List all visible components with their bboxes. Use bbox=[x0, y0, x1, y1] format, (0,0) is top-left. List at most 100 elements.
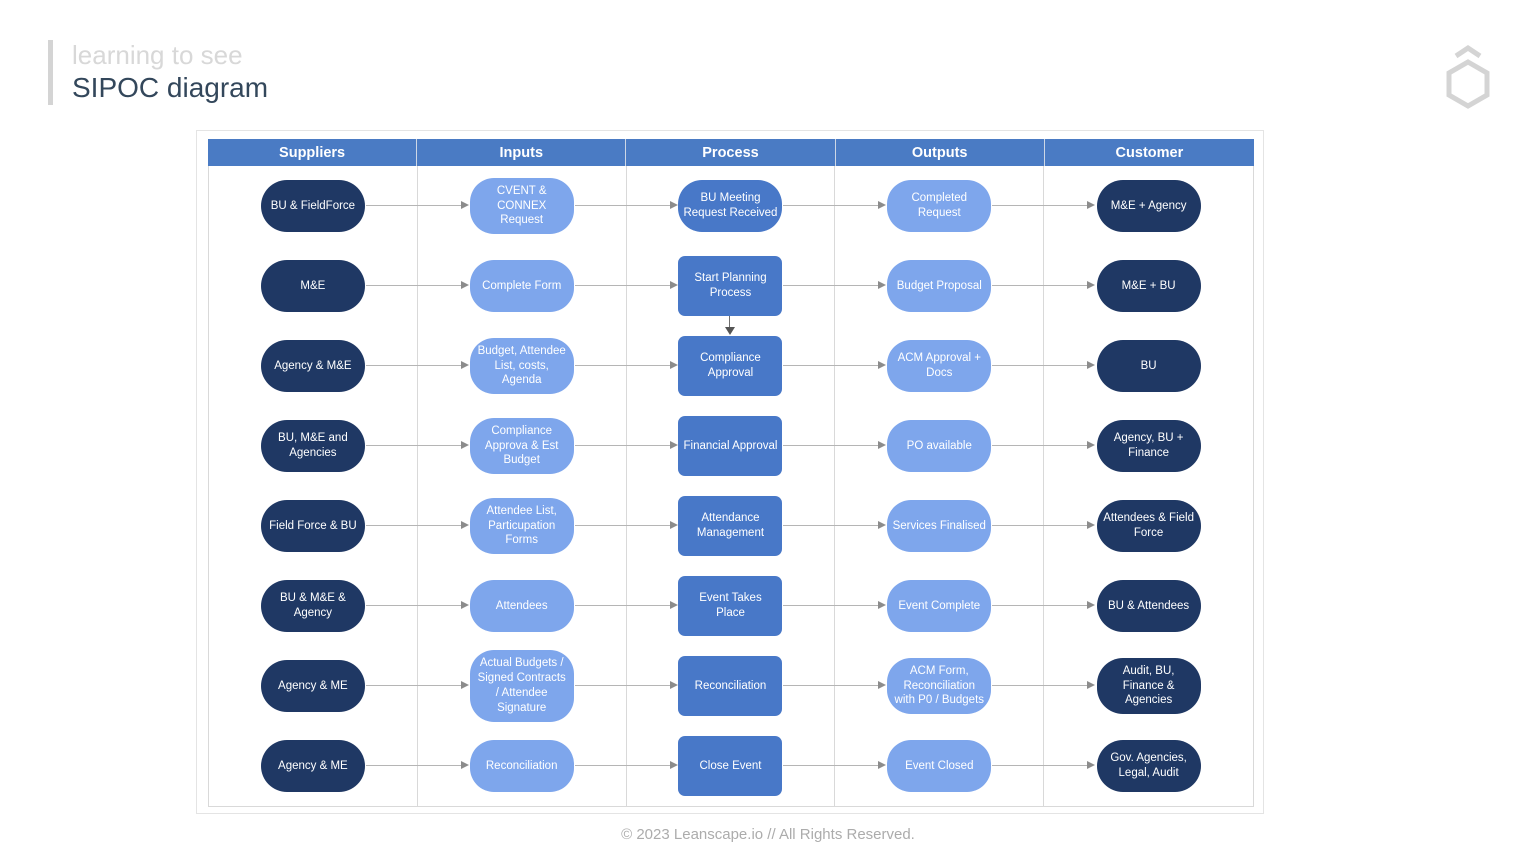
column-header-suppliers: Suppliers bbox=[208, 139, 418, 166]
arrow-right-icon bbox=[783, 601, 887, 609]
table-cell-output: PO available bbox=[783, 406, 1045, 486]
process-shape: Attendance Management bbox=[678, 496, 783, 556]
table-cell-process: BU Meeting Request Received bbox=[574, 166, 836, 246]
table-cell-process: Reconciliation bbox=[574, 646, 836, 726]
customer-shape: M&E + Agency bbox=[1096, 180, 1201, 232]
supplier-shape: Agency & ME bbox=[260, 660, 365, 712]
arrow-right-icon bbox=[574, 361, 678, 369]
sipoc-diagram-frame: Suppliers Inputs Process Outputs Custome… bbox=[196, 130, 1264, 814]
arrow-right-icon bbox=[992, 681, 1096, 689]
customer-shape: Agency, BU + Finance bbox=[1096, 420, 1201, 472]
input-shape: Budget, Attendee List, costs, Agenda bbox=[469, 337, 574, 395]
supplier-shape: Agency & ME bbox=[260, 740, 365, 792]
arrow-right-icon bbox=[574, 681, 678, 689]
table-cell-customer: Agency, BU + Finance bbox=[992, 406, 1253, 486]
table-cell-customer: BU & Attendees bbox=[992, 566, 1253, 646]
arrow-right-icon bbox=[992, 201, 1096, 209]
table-cell-supplier: BU, M&E and Agencies bbox=[209, 406, 418, 486]
output-shape: Completed Request bbox=[887, 180, 992, 232]
input-shape: Complete Form bbox=[469, 260, 574, 312]
table-cell-process: Event Takes Place bbox=[574, 566, 836, 646]
arrow-right-icon bbox=[365, 361, 469, 369]
hexagon-chevron-logo-icon bbox=[1446, 44, 1490, 109]
arrow-right-icon bbox=[365, 441, 469, 449]
input-shape: Attendee List, Particupation Forms bbox=[469, 497, 574, 555]
table-cell-input: Reconciliation bbox=[365, 726, 627, 806]
output-shape: Event Closed bbox=[887, 740, 992, 792]
arrow-right-icon bbox=[574, 601, 678, 609]
column-header-customer: Customer bbox=[1044, 139, 1254, 166]
table-cell-supplier: Field Force & BU bbox=[209, 486, 418, 566]
slide-kicker: learning to see bbox=[72, 40, 243, 70]
table-cell-customer: BU bbox=[992, 326, 1253, 406]
arrow-right-icon bbox=[365, 601, 469, 609]
input-shape: Compliance Approva & Est Budget bbox=[469, 417, 574, 475]
output-shape: Event Complete bbox=[887, 580, 992, 632]
input-shape: Actual Budgets / Signed Contracts / Atte… bbox=[469, 650, 574, 722]
supplier-shape: BU & FieldForce bbox=[260, 180, 365, 232]
table-cell-process: Financial Approval bbox=[574, 406, 836, 486]
table-cell-output: Budget Proposal bbox=[783, 246, 1045, 326]
supplier-shape: Agency & M&E bbox=[260, 340, 365, 392]
supplier-shape: BU & M&E & Agency bbox=[260, 580, 365, 632]
arrow-right-icon bbox=[992, 601, 1096, 609]
arrow-right-icon bbox=[365, 761, 469, 769]
slide-header: learning to see SIPOC diagram bbox=[48, 40, 268, 105]
title-block: learning to see SIPOC diagram bbox=[72, 40, 268, 105]
column-header-process: Process bbox=[626, 139, 836, 166]
table-body: BU & FieldForce CVENT & CONNEX Request B… bbox=[208, 166, 1254, 807]
process-shape: Event Takes Place bbox=[678, 576, 783, 636]
arrow-right-icon bbox=[365, 521, 469, 529]
table-cell-supplier: M&E bbox=[209, 246, 418, 326]
table-cell-supplier: Agency & M&E bbox=[209, 326, 418, 406]
input-shape: Attendees bbox=[469, 580, 574, 632]
table-cell-input: Budget, Attendee List, costs, Agenda bbox=[365, 326, 627, 406]
table-cell-customer: M&E + BU bbox=[992, 246, 1253, 326]
supplier-shape: Field Force & BU bbox=[260, 500, 365, 552]
arrow-right-icon bbox=[992, 521, 1096, 529]
column-header-inputs: Inputs bbox=[417, 139, 627, 166]
table-cell-input: Compliance Approva & Est Budget bbox=[365, 406, 627, 486]
table-cell-customer: M&E + Agency bbox=[992, 166, 1253, 246]
arrow-right-icon bbox=[992, 361, 1096, 369]
input-shape: Reconciliation bbox=[469, 740, 574, 792]
output-shape: ACM Approval + Docs bbox=[887, 340, 992, 392]
output-shape: Services Finalised bbox=[887, 500, 992, 552]
arrow-right-icon bbox=[783, 521, 887, 529]
arrow-right-icon bbox=[365, 281, 469, 289]
process-shape: Compliance Approval bbox=[678, 336, 783, 396]
column-header-outputs: Outputs bbox=[835, 139, 1045, 166]
customer-shape: BU bbox=[1096, 340, 1201, 392]
arrow-right-icon bbox=[574, 761, 678, 769]
table-cell-supplier: Agency & ME bbox=[209, 646, 418, 726]
table-cell-supplier: BU & FieldForce bbox=[209, 166, 418, 246]
table-cell-process: Close Event bbox=[574, 726, 836, 806]
table-cell-input: Complete Form bbox=[365, 246, 627, 326]
process-shape: BU Meeting Request Received bbox=[678, 180, 783, 232]
table-cell-output: ACM Approval + Docs bbox=[783, 326, 1045, 406]
arrow-right-icon bbox=[783, 201, 887, 209]
customer-shape: BU & Attendees bbox=[1096, 580, 1201, 632]
table-header-row: Suppliers Inputs Process Outputs Custome… bbox=[208, 139, 1254, 166]
title-accent-bar bbox=[48, 40, 53, 105]
arrow-right-icon bbox=[992, 761, 1096, 769]
table-cell-output: Completed Request bbox=[783, 166, 1045, 246]
process-shape: Start Planning Process bbox=[678, 256, 783, 316]
arrow-right-icon bbox=[574, 521, 678, 529]
table-cell-input: CVENT & CONNEX Request bbox=[365, 166, 627, 246]
customer-shape: Attendees & Field Force bbox=[1096, 500, 1201, 552]
table-cell-input: Attendees bbox=[365, 566, 627, 646]
arrow-right-icon bbox=[992, 281, 1096, 289]
output-shape: Budget Proposal bbox=[887, 260, 992, 312]
table-cell-input: Attendee List, Particupation Forms bbox=[365, 486, 627, 566]
table-cell-supplier: BU & M&E & Agency bbox=[209, 566, 418, 646]
copyright-footer: © 2023 Leanscape.io // All Rights Reserv… bbox=[621, 826, 915, 843]
table-cell-output: Services Finalised bbox=[783, 486, 1045, 566]
output-shape: PO available bbox=[887, 420, 992, 472]
table-cell-customer: Attendees & Field Force bbox=[992, 486, 1253, 566]
arrow-right-icon bbox=[574, 201, 678, 209]
arrow-right-icon bbox=[783, 361, 887, 369]
arrow-right-icon bbox=[992, 441, 1096, 449]
arrow-right-icon bbox=[574, 441, 678, 449]
customer-shape: M&E + BU bbox=[1096, 260, 1201, 312]
